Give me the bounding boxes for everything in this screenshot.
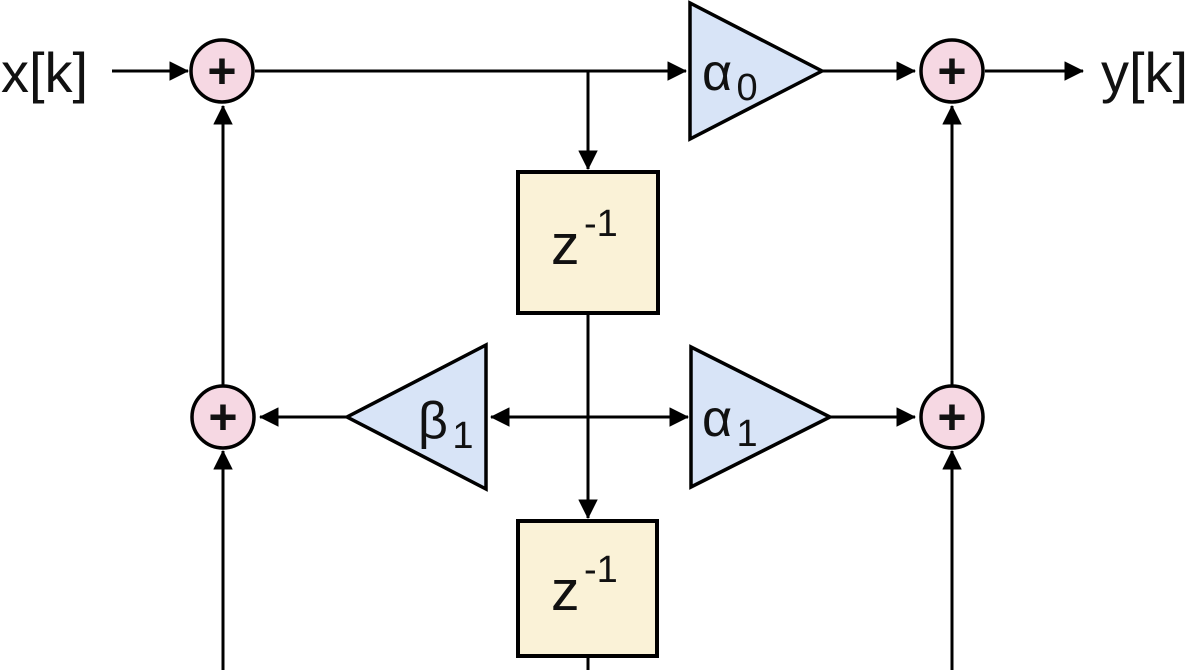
adder-top-right — [919, 38, 985, 104]
delay-box-2-label: z -1 — [551, 549, 618, 623]
gain-a0-subscript: 0 — [737, 67, 758, 109]
adder-top-left-plus: + — [207, 43, 236, 99]
adder-mid-left-plus: + — [208, 389, 237, 445]
delay-box-1-label: z -1 — [551, 203, 618, 277]
adder-top-right-plus: + — [937, 43, 966, 99]
gain-a0-base: α — [702, 44, 732, 102]
input-signal-label: x[k] — [1, 41, 88, 104]
adder-mid-left — [190, 384, 256, 450]
gain-b1-triangle — [343, 342, 488, 492]
gain-b1-subscript: 1 — [452, 415, 473, 457]
adder-mid-right — [919, 384, 985, 450]
delay-1-base: z — [551, 213, 580, 277]
delay-box-2 — [516, 519, 659, 658]
gain-b1-label: β 1 — [418, 392, 474, 457]
gain-a1-base: α — [702, 390, 732, 448]
wires — [112, 61, 1084, 670]
gain-b1-base: β — [418, 392, 448, 450]
adder-mid-right-plus: + — [937, 389, 966, 445]
delay-box-1 — [516, 170, 660, 315]
gain-a0-triangle — [688, 0, 826, 142]
adder-top-left — [189, 38, 255, 104]
gain-a0-label: α 0 — [702, 44, 758, 109]
delay-2-exponent: -1 — [584, 549, 618, 591]
delay-2-base: z — [551, 559, 580, 623]
output-signal-label: y[k] — [1101, 41, 1188, 104]
gain-a1-triangle — [689, 344, 834, 490]
delay-1-exponent: -1 — [584, 203, 618, 245]
gain-a1-subscript: 1 — [737, 413, 758, 455]
gain-a1-label: α 1 — [702, 390, 758, 455]
